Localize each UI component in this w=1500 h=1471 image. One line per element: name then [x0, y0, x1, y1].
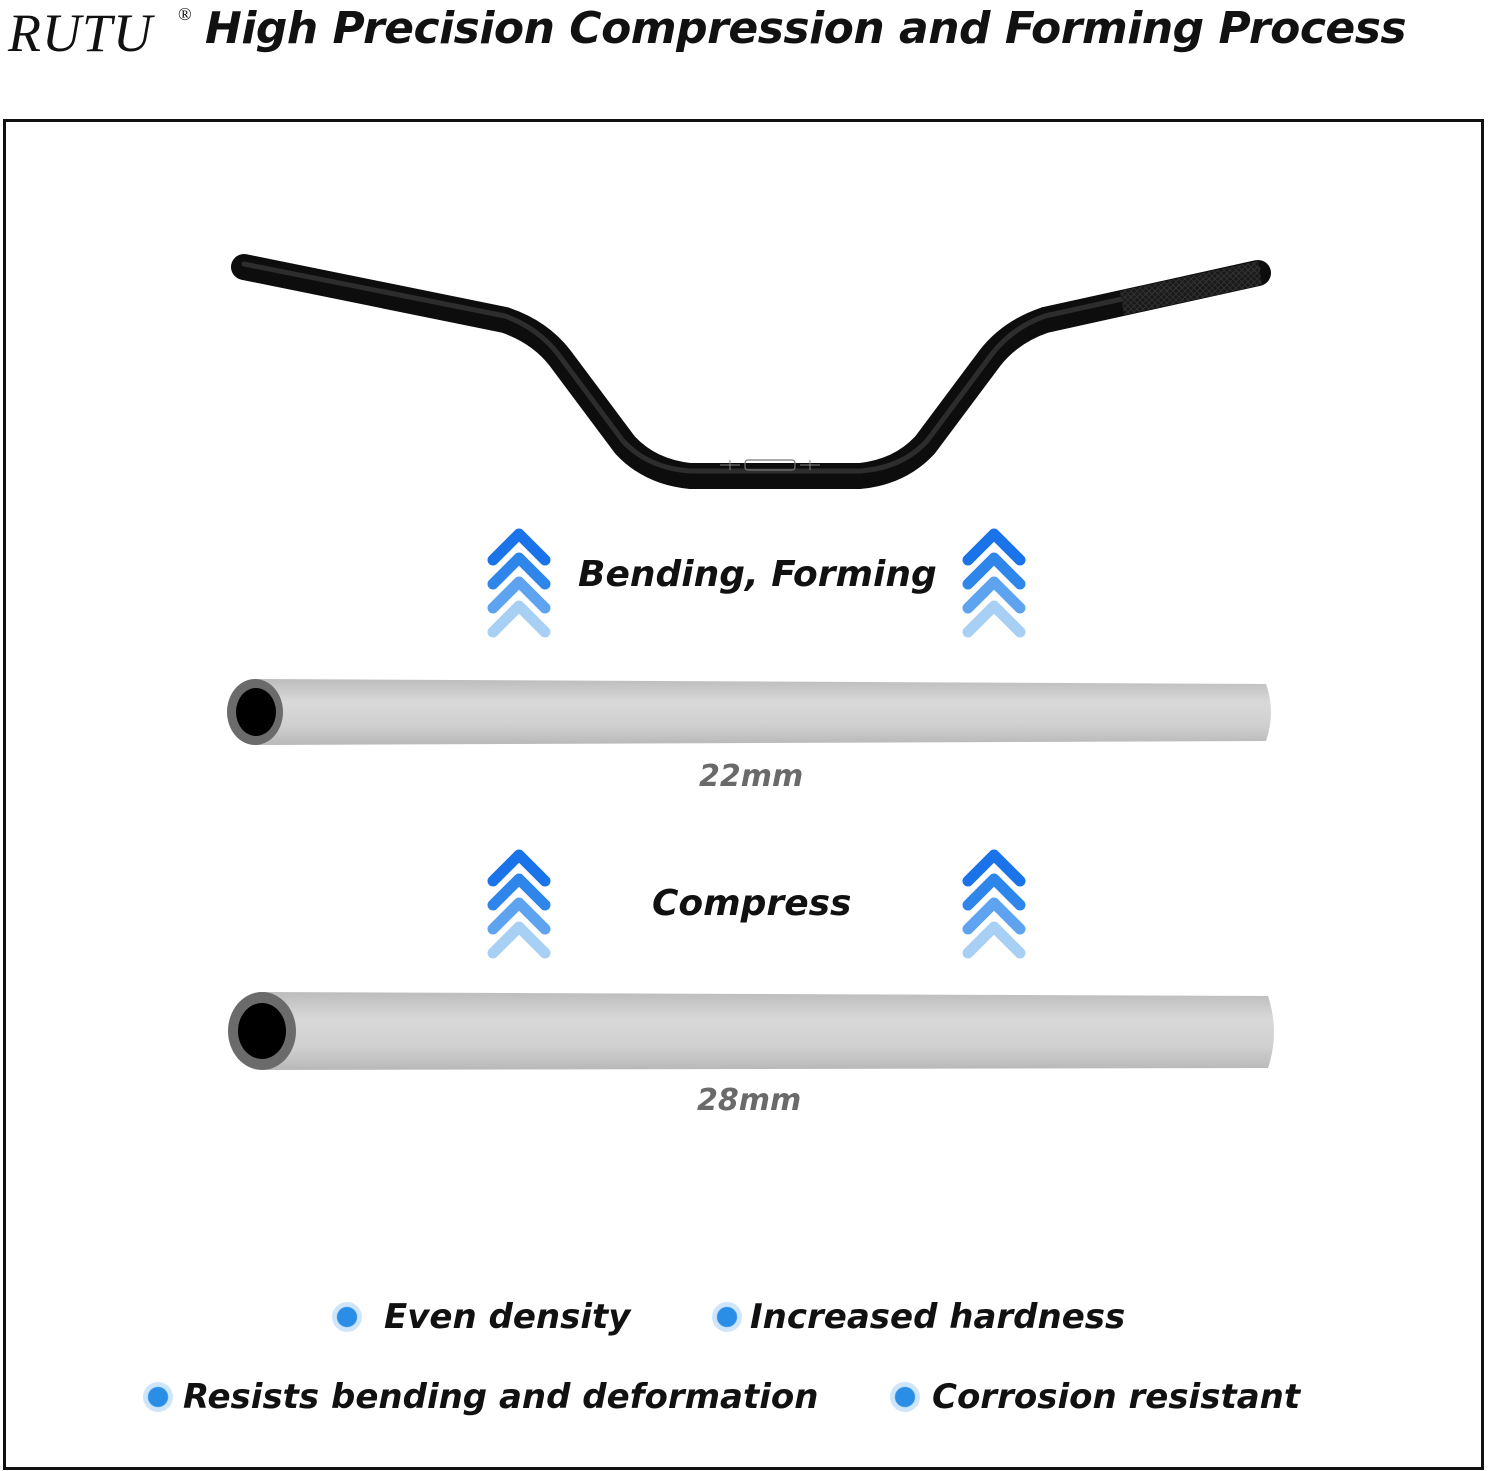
feature-even-density: Even density [332, 1300, 630, 1334]
up-arrows-left-lower [487, 849, 551, 959]
feature-label: Resists bending and deformation [183, 1377, 819, 1417]
bullet-dot-icon [712, 1302, 742, 1332]
up-arrows-right-upper [962, 528, 1026, 638]
bullet-dot-icon [332, 1302, 362, 1332]
feature-label: Corrosion resistant [932, 1377, 1301, 1417]
bullet-dot-icon [143, 1382, 173, 1412]
feature-increased-hardness: Increased hardness [712, 1300, 1125, 1334]
page-title: High Precision Compression and Forming P… [205, 3, 1407, 54]
registered-mark: ® [178, 4, 192, 24]
bullet-dot-icon [890, 1382, 920, 1412]
process-frame [3, 119, 1484, 1470]
tube-22mm [227, 679, 1271, 745]
handlebar-image [231, 254, 1271, 489]
tube-22mm-label: 22mm [699, 759, 804, 794]
step-compress-label: Compress [652, 883, 852, 924]
tube-28mm-label: 28mm [697, 1083, 802, 1118]
feature-resists-bending: Resists bending and deformation [143, 1380, 818, 1414]
up-arrows-right-lower [962, 849, 1026, 959]
handlebar-center-markings [720, 459, 820, 471]
up-arrows-left-upper [487, 528, 551, 638]
feature-label: Increased hardness [750, 1297, 1126, 1337]
feature-label: Even density [384, 1297, 631, 1337]
tube-28mm [228, 992, 1274, 1070]
brand-logo: RUTU [8, 3, 154, 63]
header: RUTU ® High Precision Compression and Fo… [0, 0, 1500, 70]
step-bending-label: Bending, Forming [578, 554, 937, 595]
feature-corrosion-resistant: Corrosion resistant [890, 1380, 1300, 1414]
